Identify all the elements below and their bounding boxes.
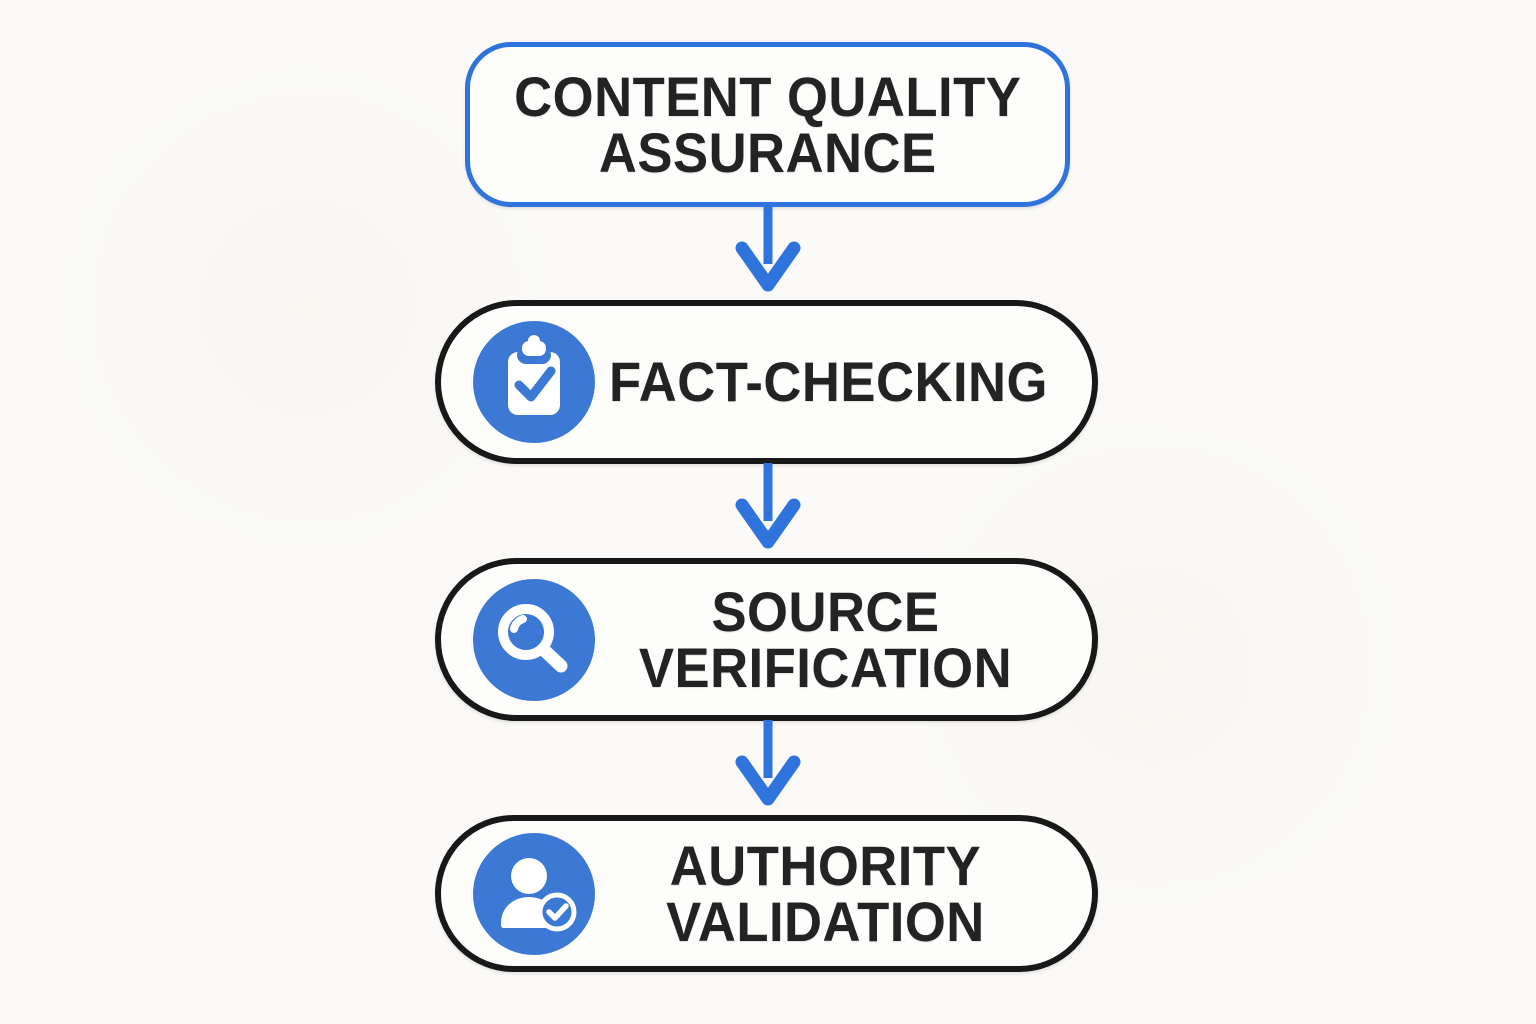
node-label-line: ASSURANCE	[598, 120, 937, 184]
node-authority-validation: AUTHORITY VALIDATION	[435, 815, 1098, 972]
person-check-icon	[473, 832, 595, 955]
clipboard-check-icon	[473, 321, 595, 443]
node-label-line: AUTHORITY	[669, 833, 982, 897]
node-label: AUTHORITY VALIDATION	[666, 833, 985, 953]
node-fact-checking: FACT-CHECKING	[435, 300, 1098, 464]
node-source-verification: SOURCE VERIFICATION	[435, 558, 1098, 721]
node-label: CONTENT QUALITY ASSURANCE	[513, 64, 1022, 184]
node-content-quality-assurance: CONTENT QUALITY ASSURANCE	[465, 42, 1070, 207]
node-label-line: VERIFICATION	[638, 635, 1013, 699]
node-label-wrap: SOURCE VERIFICATION	[595, 579, 1092, 699]
node-label: SOURCE VERIFICATION	[638, 579, 1013, 699]
node-label-line: SOURCE	[711, 579, 940, 643]
node-label-wrap: AUTHORITY VALIDATION	[595, 833, 1092, 953]
arrow-down-icon	[735, 463, 801, 549]
node-label-line: CONTENT QUALITY	[513, 64, 1022, 128]
node-label-line: VALIDATION	[666, 889, 985, 953]
node-label-wrap: FACT-CHECKING	[595, 354, 1098, 410]
node-label: FACT-CHECKING	[609, 354, 1048, 410]
arrow-down-icon	[735, 720, 801, 806]
node-label-line: FACT-CHECKING	[609, 350, 1048, 413]
arrow-down-icon	[735, 206, 801, 292]
magnifying-glass-icon	[473, 578, 595, 701]
